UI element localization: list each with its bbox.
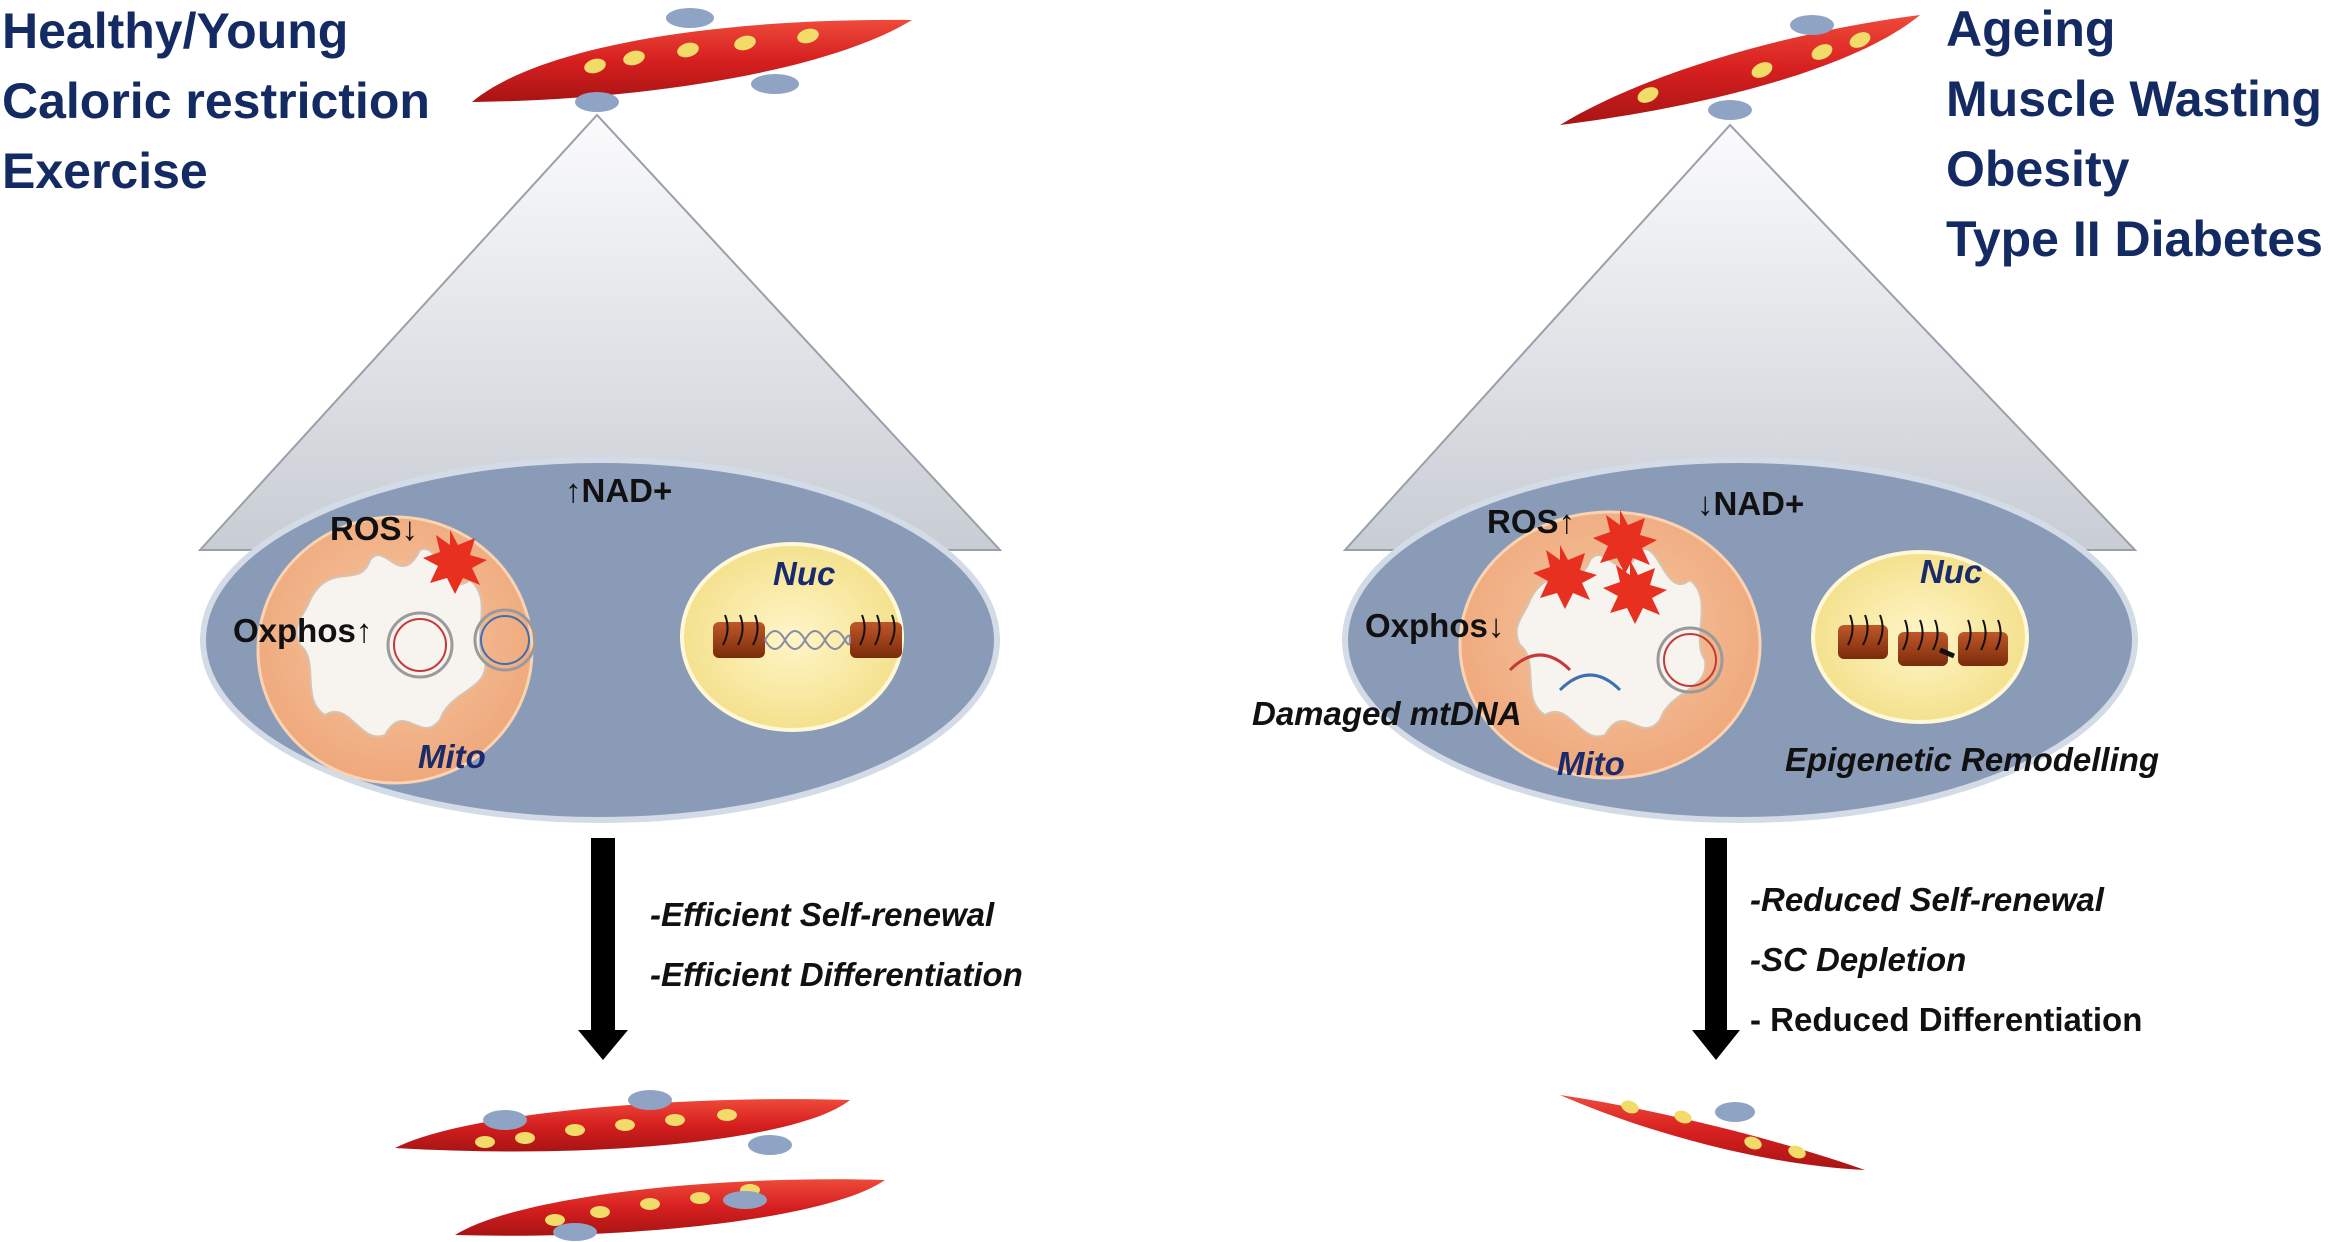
left-outcome-1: -Efficient Self-renewal (650, 896, 995, 933)
left-nad-label: ↑NAD+ (565, 472, 673, 509)
right-nad-label: ↓NAD+ (1697, 485, 1805, 522)
muscle-fiber-bottom-right (1560, 1095, 1865, 1170)
down-arrow-icon: ↓ (1697, 485, 1714, 522)
right-condition-3: Obesity (1946, 141, 2130, 197)
up-arrow-icon: ↑ (355, 612, 373, 649)
left-condition-3: Exercise (2, 143, 208, 199)
nucleus-right (1811, 550, 2029, 724)
down-arrow-icon: ↓ (1487, 607, 1505, 644)
muscle-fiber-top-right (1560, 15, 1920, 125)
right-condition-4: Type II Diabetes (1946, 211, 2323, 267)
right-outcome-2: -SC Depletion (1750, 941, 1967, 978)
left-condition-2: Caloric restriction (2, 73, 430, 129)
ros-burst-left (423, 530, 487, 594)
ros-bursts-right (1533, 510, 1667, 624)
muscle-fibers-bottom-left (395, 1090, 885, 1241)
right-oxphos-label: Oxphos↓ (1365, 607, 1505, 644)
left-conditions-list: Healthy/Young Caloric restriction Exerci… (2, 0, 430, 206)
muscle-fiber-top-left (472, 8, 912, 112)
left-ros-label: ROS↓ (330, 510, 419, 547)
damaged-mtdna-label: Damaged mtDNA (1252, 695, 1522, 732)
right-outcome-3: - Reduced Differentiation (1750, 1001, 2143, 1038)
down-arrow-icon: ↓ (401, 510, 419, 547)
right-outcomes: -Reduced Self-renewal -SC Depletion - Re… (1750, 870, 2142, 1050)
left-condition-1: Healthy/Young (2, 3, 349, 59)
nucleus-left (680, 542, 904, 732)
right-nuc-label: Nuc (1920, 553, 1983, 590)
right-conditions-list: Ageing Muscle Wasting Obesity Type II Di… (1946, 0, 2323, 274)
mitochondrion-left (256, 515, 537, 785)
left-mito-label: Mito (418, 738, 486, 775)
right-condition-1: Ageing (1946, 1, 2116, 57)
right-mito-label: Mito (1557, 745, 1625, 782)
right-ros-label: ROS↑ (1487, 503, 1576, 540)
down-arrow-left (578, 838, 628, 1060)
up-arrow-icon: ↑ (1558, 503, 1576, 540)
left-outcomes: -Efficient Self-renewal -Efficient Diffe… (650, 885, 1023, 1005)
down-arrow-right (1692, 838, 1740, 1060)
right-outcome-1: -Reduced Self-renewal (1750, 881, 2104, 918)
right-condition-2: Muscle Wasting (1946, 71, 2322, 127)
up-arrow-icon: ↑ (565, 472, 582, 509)
left-nuc-label: Nuc (773, 555, 836, 592)
epigenetic-remodelling-label: Epigenetic Remodelling (1785, 741, 2160, 778)
left-outcome-2: -Efficient Differentiation (650, 956, 1023, 993)
left-oxphos-label: Oxphos↑ (233, 612, 373, 649)
